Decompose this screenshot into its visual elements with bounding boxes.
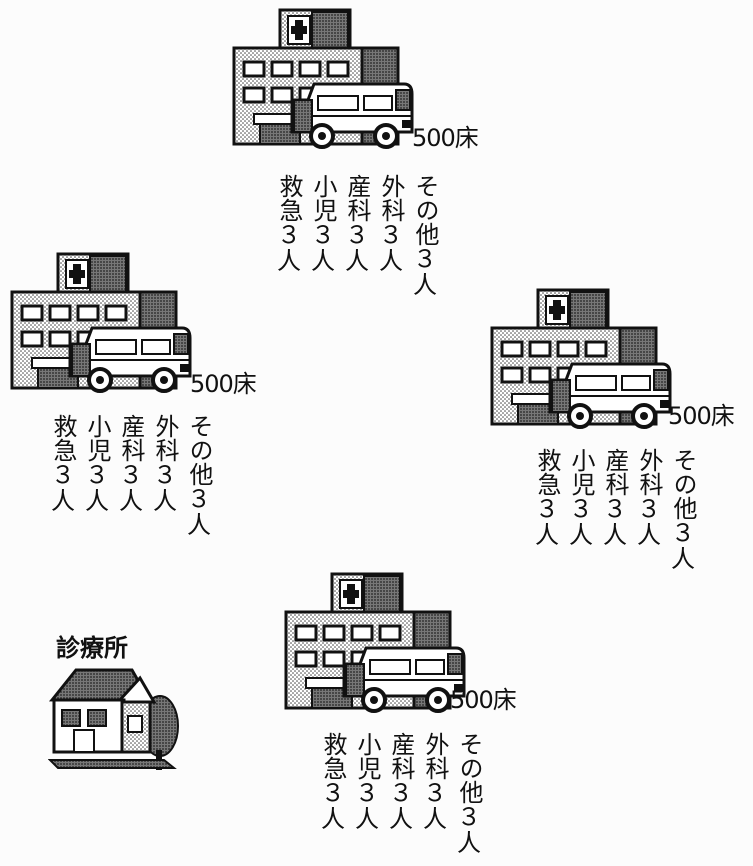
hospital-icon — [10, 252, 192, 393]
house-icon — [48, 668, 179, 770]
beds-label: 500床 — [450, 686, 517, 714]
beds-label: 500床 — [190, 370, 257, 398]
beds-label: 500床 — [412, 124, 479, 152]
beds-label: 500床 — [668, 402, 735, 430]
hospital-icon — [232, 8, 414, 149]
clinic-label: 診療所 — [56, 634, 128, 662]
hospital-icon — [490, 288, 672, 429]
hospital-icon — [284, 572, 466, 713]
